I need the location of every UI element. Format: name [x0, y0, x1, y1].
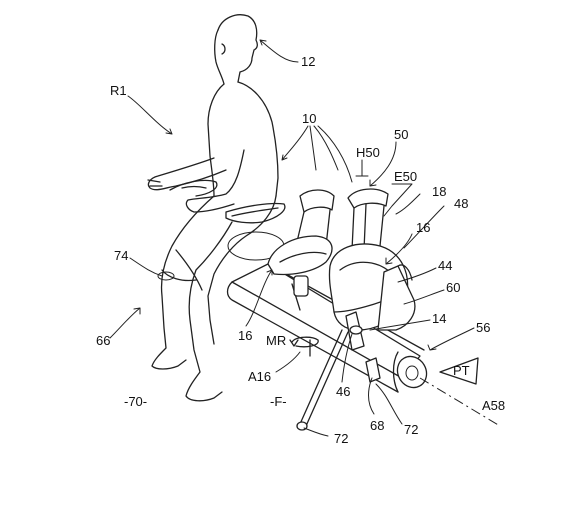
label-66: 66 — [96, 333, 110, 348]
seat-rear — [267, 189, 335, 311]
label-16-right: 16 — [416, 220, 430, 235]
label-a58: A58 — [482, 398, 505, 413]
label-44: 44 — [438, 258, 452, 273]
label-74: 74 — [114, 248, 128, 263]
passenger-figure — [147, 14, 286, 402]
label-46: 46 — [336, 384, 350, 399]
label-r1: R1 — [110, 83, 127, 98]
reference-labels: 12 R1 10 H50 50 E50 18 48 16 44 60 14 56… — [96, 54, 505, 446]
label-mr: MR — [266, 333, 286, 348]
rotation-arrow-icon — [289, 336, 319, 357]
label-a16: A16 — [248, 369, 271, 384]
leader-lines — [109, 39, 475, 437]
label-e50: E50 — [394, 169, 417, 184]
label-70: -70- — [124, 394, 147, 409]
label-14: 14 — [432, 311, 446, 326]
label-60: 60 — [446, 280, 460, 295]
label-12: 12 — [301, 54, 315, 69]
label-10: 10 — [302, 111, 316, 126]
label-68: 68 — [370, 418, 384, 433]
label-f: -F- — [270, 394, 287, 409]
direction-marker — [439, 357, 479, 385]
seat-front — [296, 188, 416, 431]
label-16-left: 16 — [238, 328, 252, 343]
label-72-bottom: 72 — [334, 431, 348, 446]
label-18: 18 — [432, 184, 446, 199]
label-56: 56 — [476, 320, 490, 335]
label-pt: PT — [453, 363, 470, 378]
label-72-right: 72 — [404, 422, 418, 437]
label-h50: H50 — [356, 145, 380, 160]
label-50: 50 — [394, 127, 408, 142]
label-48: 48 — [454, 196, 468, 211]
